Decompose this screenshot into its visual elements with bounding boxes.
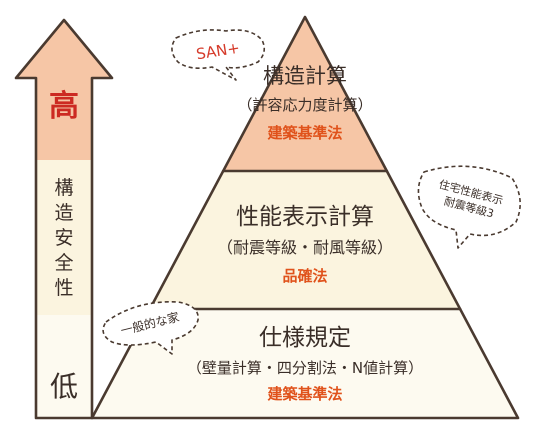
- middle-tier-law: 品確法: [282, 267, 327, 285]
- bottom-tier-subtitle: （壁量計算・四分割法・N値計算）: [187, 359, 423, 377]
- callout-ordinary-house-bubble: [102, 301, 199, 355]
- callout-performance: 住宅性能表示 耐震等級3: [417, 165, 521, 249]
- arrow-high-band: [16, 20, 112, 160]
- arrow-axis-char-5: 性: [54, 277, 73, 299]
- callout-san-plus-bubble: [171, 29, 266, 81]
- arrow-axis-char-3: 安: [54, 227, 73, 249]
- callout-performance-bubble: [417, 165, 521, 249]
- arrow-low-label: 低: [50, 370, 78, 403]
- middle-tier-title: 性能表示計算: [236, 204, 374, 230]
- top-tier-law: 建築基準法: [267, 124, 342, 142]
- arrow-high-label: 高: [49, 89, 79, 124]
- bottom-tier-title: 仕様規定: [259, 325, 351, 351]
- bottom-tier-law: 建築基準法: [267, 385, 342, 403]
- middle-tier-subtitle: （耐震等級・耐風等級）: [217, 238, 393, 257]
- arrow-axis-char-4: 全: [54, 252, 73, 274]
- callout-ordinary-house: 一般的な家: [102, 301, 199, 355]
- top-tier-title: 構造計算: [263, 64, 347, 88]
- arrow-axis-char-1: 構: [54, 177, 73, 199]
- top-tier-subtitle: （許容応力度計算）: [237, 96, 372, 114]
- arrow-outline: [14, 18, 114, 420]
- safety-arrow: 高 構 造 安 全 性 低: [14, 18, 114, 420]
- callout-san-plus: SAN+: [171, 29, 266, 81]
- pyramid-outline: [90, 15, 520, 420]
- arrow-axis-char-2: 造: [54, 202, 73, 224]
